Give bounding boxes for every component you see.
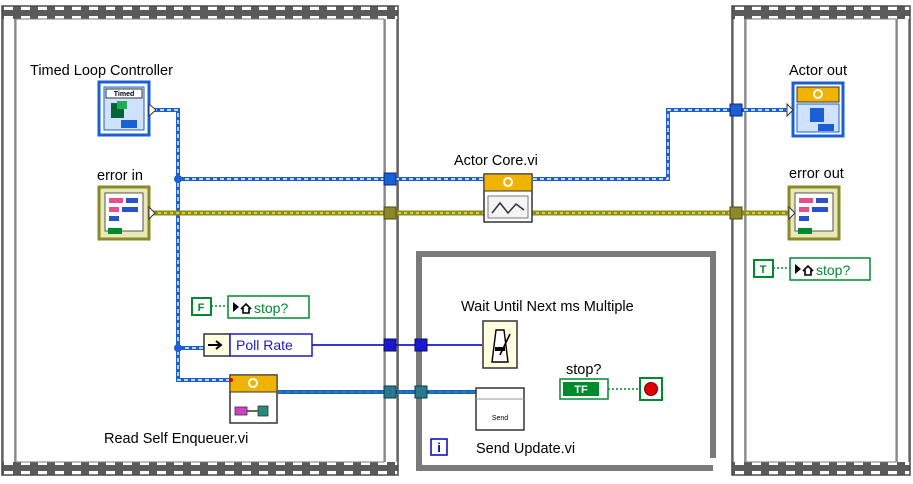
gear-icon — [248, 378, 258, 388]
error-out-tunnel[interactable] — [729, 206, 743, 220]
input-arrow-icon — [788, 205, 796, 221]
metronome-icon — [491, 329, 509, 363]
wait-until-next-ms-multiple[interactable] — [482, 320, 518, 369]
actor-core-label: Actor Core.vi — [454, 153, 538, 169]
wire-junction — [174, 344, 182, 352]
stop-terminal-label: stop? — [566, 362, 601, 378]
send-icon-text: Send — [492, 415, 508, 422]
loop-stop-terminal[interactable] — [639, 377, 663, 401]
wait-until-label: Wait Until Next ms Multiple — [461, 299, 634, 315]
arrow-icon — [233, 302, 239, 312]
cube-icon-top — [117, 101, 127, 109]
svg-text:F: F — [198, 302, 205, 314]
loop-enqueuer-tunnel[interactable] — [414, 385, 428, 399]
home-icon — [240, 302, 252, 314]
loop-iteration-label: i — [437, 440, 441, 455]
stop-tf-control[interactable]: TF — [559, 378, 609, 400]
send-update-label: Send Update.vi — [476, 441, 575, 457]
read-self-enqueuer-vi[interactable] — [229, 374, 278, 424]
svg-text:Poll Rate: Poll Rate — [236, 337, 293, 353]
output-arrow-icon — [600, 384, 605, 394]
loop-poll-tunnel[interactable] — [414, 338, 428, 352]
error-out-terminal[interactable] — [787, 185, 841, 241]
enqueuer-tunnel[interactable] — [383, 385, 397, 399]
stop-local-variable-1[interactable]: stop? — [227, 295, 310, 319]
right-sequence-frame — [731, 5, 911, 476]
timed-loop-controller-label: Timed Loop Controller — [30, 63, 173, 79]
gear-icon — [813, 89, 823, 99]
stop-local-variable-2[interactable]: stop? — [789, 257, 871, 281]
actor-out-tunnel[interactable] — [729, 103, 743, 117]
output-arrow-icon — [148, 102, 157, 118]
send-update-vi[interactable]: Send — [475, 387, 525, 431]
while-loop[interactable]: i — [416, 251, 716, 471]
actor-core-vi[interactable] — [483, 173, 533, 223]
home-icon — [802, 264, 814, 276]
error-in-label: error in — [97, 168, 143, 184]
class-tunnel[interactable] — [383, 172, 397, 186]
svg-text:T: T — [760, 264, 767, 276]
poll-rate-tunnel[interactable] — [383, 338, 397, 352]
svg-text:stop?: stop? — [254, 300, 288, 316]
error-out-label: error out — [789, 166, 844, 182]
actor-out-terminal[interactable] — [786, 81, 845, 138]
false-constant[interactable]: F — [191, 297, 212, 316]
svg-text:TF: TF — [574, 384, 588, 396]
timed-icon-text: Timed — [114, 91, 135, 98]
loop-iteration-terminal[interactable] — [430, 438, 448, 456]
arrow-right-icon — [208, 340, 223, 350]
gear-icon — [503, 177, 513, 187]
poll-rate-local-variable[interactable]: Poll Rate — [203, 333, 313, 357]
actor-core-glyph-icon — [491, 201, 525, 215]
stop-sign-icon — [644, 382, 658, 396]
read-self-enqueuer-label: Read Self Enqueuer.vi — [104, 431, 248, 447]
actor-out-label: Actor out — [789, 63, 847, 79]
error-tunnel[interactable] — [383, 206, 397, 220]
actor-cube-icon — [810, 108, 824, 122]
error-in-terminal[interactable] — [97, 185, 156, 241]
input-arrow-icon — [786, 102, 794, 118]
wire-junction — [174, 175, 182, 183]
arrow-icon — [795, 264, 801, 274]
true-constant[interactable]: T — [753, 259, 774, 278]
svg-text:stop?: stop? — [816, 262, 850, 278]
output-arrow-icon — [148, 205, 156, 221]
timed-loop-controller-terminal[interactable]: Timed — [97, 80, 157, 137]
